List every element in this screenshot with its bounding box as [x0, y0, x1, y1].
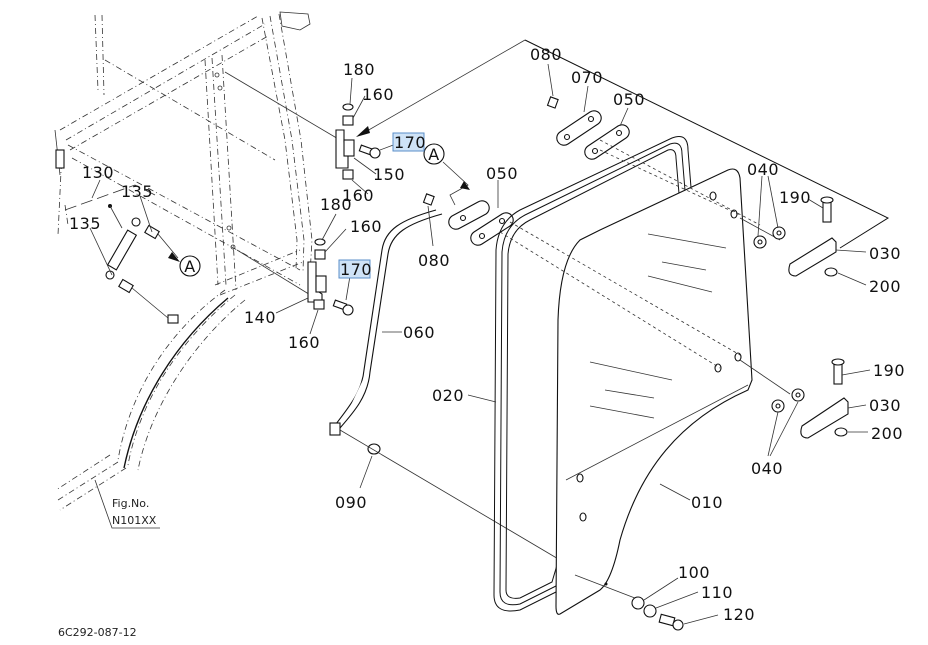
gas-strut-assembly: [64, 184, 180, 319]
figure-caption-line1: Fig.No.: [112, 497, 149, 510]
upper-latch: [524, 39, 890, 277]
reference-marker-label: A: [428, 145, 439, 164]
callout-080[interactable]: 080: [530, 45, 562, 64]
callout-135[interactable]: 135: [69, 214, 101, 233]
callout-170[interactable]: 170: [394, 133, 426, 152]
callout-030[interactable]: 030: [869, 244, 901, 263]
drawing-code: 6C292-087-12: [58, 626, 137, 639]
callout-030[interactable]: 030: [869, 396, 901, 415]
callout-120[interactable]: 120: [723, 605, 755, 624]
callout-130[interactable]: 130: [82, 163, 114, 182]
callout-180[interactable]: 180: [320, 195, 352, 214]
highlight-box-170: [338, 259, 371, 279]
callout-090[interactable]: 090: [335, 493, 367, 512]
figure-caption: Fig.No. N101XX: [112, 497, 157, 527]
highlight-box-170: [392, 132, 425, 152]
callout-100[interactable]: 100: [678, 563, 710, 582]
callout-060[interactable]: 060: [403, 323, 435, 342]
leader-lines: [89, 63, 871, 625]
reference-marker-a-1[interactable]: A: [423, 143, 445, 165]
reference-marker-label: A: [184, 257, 195, 276]
callout-190[interactable]: 190: [779, 188, 811, 207]
callout-140[interactable]: 140: [244, 308, 276, 327]
callout-070[interactable]: 070: [571, 68, 603, 87]
callout-135[interactable]: 135: [121, 182, 153, 201]
callout-020[interactable]: 020: [432, 386, 464, 405]
callout-040[interactable]: 040: [751, 459, 783, 478]
lower-latch: [771, 358, 849, 439]
callout-050[interactable]: 050: [486, 164, 518, 183]
callout-170[interactable]: 170: [340, 260, 372, 279]
callout-040[interactable]: 040: [747, 160, 779, 179]
callout-050[interactable]: 050: [613, 90, 645, 109]
callout-160[interactable]: 160: [350, 217, 382, 236]
callout-110[interactable]: 110: [701, 583, 733, 602]
bottom-fasteners: [631, 596, 684, 631]
callout-200[interactable]: 200: [869, 277, 901, 296]
callout-160[interactable]: 160: [342, 186, 374, 205]
callout-160[interactable]: 160: [362, 85, 394, 104]
callout-150[interactable]: 150: [373, 165, 405, 184]
figure-caption-line2: N101XX: [112, 514, 157, 527]
callout-200[interactable]: 200: [871, 424, 903, 443]
hinge-plates: [422, 96, 630, 246]
callout-010[interactable]: 010: [691, 493, 723, 512]
reference-marker-a-2[interactable]: A: [179, 255, 201, 277]
callout-080[interactable]: 080: [418, 251, 450, 270]
lower-hinge: [307, 238, 354, 316]
upper-hinge: [335, 39, 526, 180]
callout-160[interactable]: 160: [288, 333, 320, 352]
callout-190[interactable]: 190: [873, 361, 905, 380]
cab-frame: [54, 11, 341, 511]
door-glass: [499, 139, 791, 615]
callout-labels: 180 160 170 150 160 180 160 170 140 160 …: [69, 45, 905, 624]
callout-180[interactable]: 180: [343, 60, 375, 79]
